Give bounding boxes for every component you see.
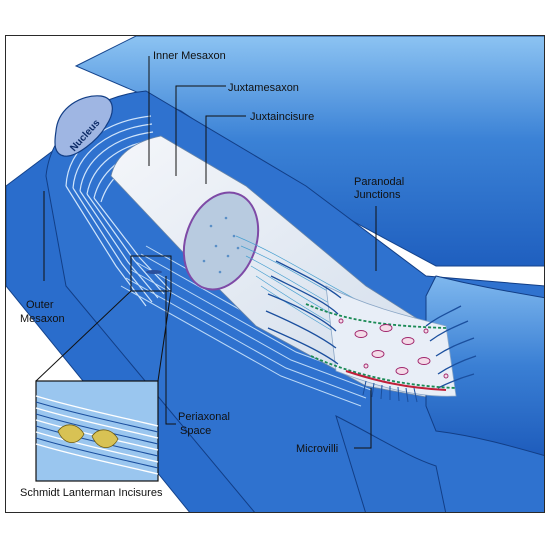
myelinated-axon-illustration: Nucleus [6, 36, 544, 512]
nucleus-shape [54, 95, 113, 157]
credit-text: J. Gregory 2003 [12, 43, 62, 50]
paranodal-loops-right [425, 305, 477, 389]
label-juxtaincisure: Juxtaincisure [250, 111, 314, 123]
diagram-frame: Nucleus [5, 35, 545, 513]
label-paranodal-line1: Paranodal [354, 176, 404, 188]
nodal-organelles [338, 318, 449, 379]
paranodal-loops-left [265, 260, 342, 365]
paranodal-junction-top [305, 303, 447, 329]
paranodal-junction-bottom [310, 355, 457, 389]
label-paranodal-line2: Junctions [354, 189, 401, 201]
inset-connector-1 [35, 290, 132, 382]
label-schmidt-lanterman: Schmidt Lanterman Incisures [20, 487, 163, 499]
label-periaxonal-line2: Space [180, 425, 211, 437]
axon-cut-dots [202, 216, 240, 274]
right-sheath-lower [335, 415, 447, 512]
label-outer-line1: Outer [26, 299, 54, 311]
right-sheath [425, 275, 544, 456]
label-juxtamesaxon: Juxtamesaxon [228, 82, 299, 94]
leader-microvilli [354, 388, 372, 449]
inset-connector-2 [157, 290, 172, 382]
leader-juxtamesaxon [175, 85, 226, 176]
inset-source-box [130, 255, 172, 292]
inset-source-marks [146, 270, 162, 274]
schmidt-lanterman-inset [35, 380, 159, 482]
leader-periaxonal [165, 276, 176, 425]
label-periaxonal-line1: Periaxonal [178, 411, 230, 423]
microvilli-fringe [362, 380, 418, 403]
label-outer-line2: Mesaxon [20, 313, 65, 325]
label-microvilli: Microvilli [296, 443, 338, 455]
nodal-membrane [345, 370, 447, 391]
leader-juxtaincisure [205, 115, 246, 184]
axon-cut-face [182, 191, 260, 291]
label-inner-mesaxon: Inner Mesaxon [153, 50, 226, 62]
